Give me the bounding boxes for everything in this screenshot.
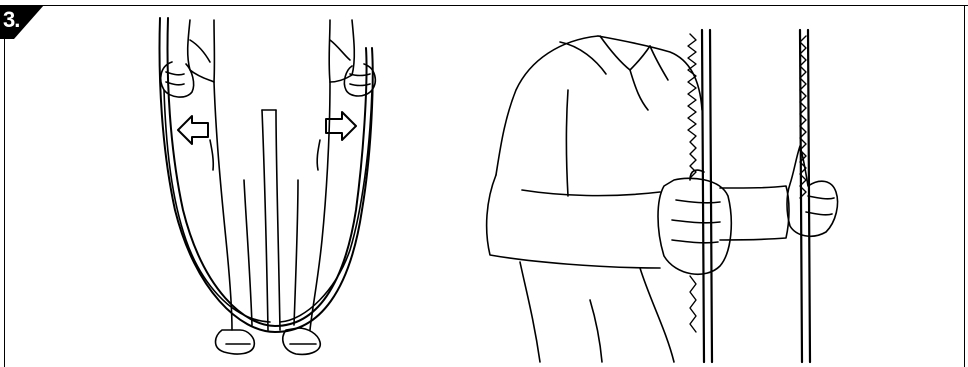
thumb-up-hand-icon [787, 146, 838, 236]
frayed-rope-icon [688, 34, 806, 332]
